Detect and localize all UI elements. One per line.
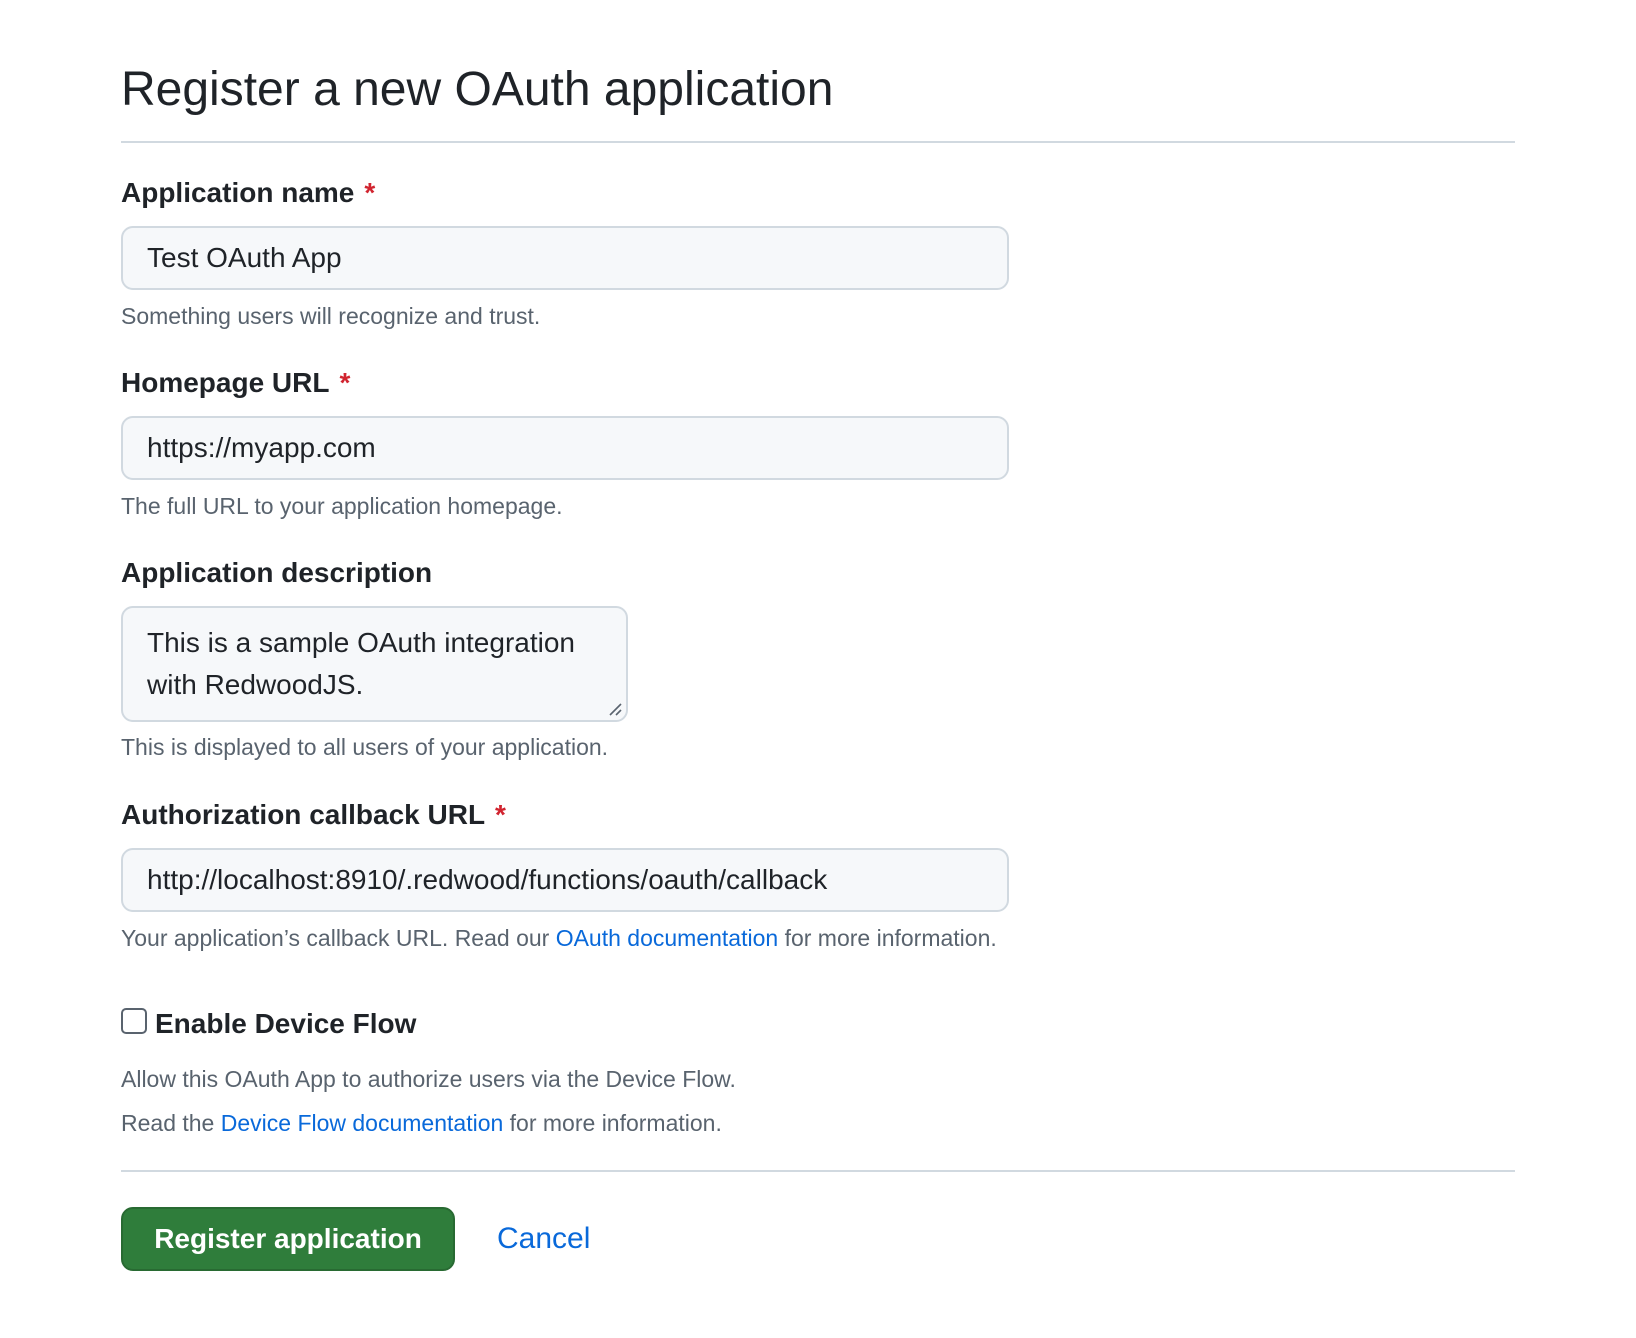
device-flow-hint-line1: Allow this OAuth App to authorize users … <box>121 1066 736 1092</box>
description-label-text: Application description <box>121 557 433 588</box>
homepage-url-label-text: Homepage URL <box>121 367 330 398</box>
callback-url-hint-prefix: Your application’s callback URL. Read ou… <box>121 925 556 951</box>
device-flow-hint-line2: Read the Device Flow documentation for m… <box>121 1107 722 1139</box>
app-name-hint: Something users will recognize and trust… <box>121 303 541 329</box>
cancel-link[interactable]: Cancel <box>497 1222 591 1255</box>
callback-url-hint-suffix: for more information. <box>778 925 997 951</box>
callback-url-label-text: Authorization callback URL <box>121 799 486 830</box>
device-flow-documentation-link[interactable]: Device Flow documentation <box>220 1110 504 1136</box>
app-name-label: Application name * <box>121 175 375 211</box>
enable-device-flow-label[interactable]: Enable Device Flow <box>155 1008 417 1039</box>
enable-device-flow-checkbox[interactable] <box>121 1008 147 1034</box>
app-name-label-text: Application name <box>121 177 355 208</box>
resize-grip-icon[interactable] <box>607 701 623 717</box>
homepage-url-label: Homepage URL * <box>121 365 350 401</box>
header-divider <box>121 141 1515 143</box>
device-flow-hint-suffix: for more information. <box>503 1110 722 1136</box>
callback-url-label: Authorization callback URL * <box>121 797 506 833</box>
app-name-input[interactable] <box>121 226 1009 290</box>
homepage-url-required-mark: * <box>339 367 351 398</box>
oauth-documentation-link[interactable]: OAuth documentation <box>555 925 779 951</box>
app-name-required-mark: * <box>364 177 376 208</box>
description-hint: This is displayed to all users of your a… <box>121 734 609 760</box>
callback-url-hint: Your application’s callback URL. Read ou… <box>121 922 997 954</box>
homepage-url-input[interactable] <box>121 416 1009 480</box>
register-application-button[interactable]: Register application <box>121 1207 455 1271</box>
description-textarea[interactable]: This is a sample OAuth integration with … <box>121 606 628 722</box>
homepage-url-hint: The full URL to your application homepag… <box>121 493 563 519</box>
device-flow-hint-prefix: Read the <box>121 1110 221 1136</box>
footer-divider <box>121 1170 1515 1172</box>
page-title: Register a new OAuth application <box>121 63 834 116</box>
description-label: Application description <box>121 555 432 591</box>
callback-url-input[interactable] <box>121 848 1009 912</box>
callback-url-required-mark: * <box>495 799 506 830</box>
